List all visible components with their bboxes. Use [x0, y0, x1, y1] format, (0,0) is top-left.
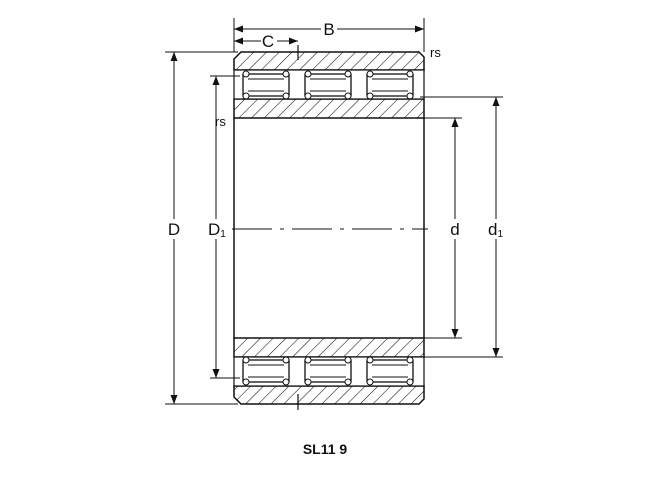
dimension-d1-inner: d1: [420, 96, 508, 358]
label-d1-inner-main: d: [488, 220, 497, 239]
dimension-d-outer: D: [165, 51, 238, 405]
roller-bottom-1: [242, 356, 290, 386]
top-section: [233, 51, 425, 119]
label-rs-top: rs: [430, 45, 441, 60]
roller-bottom-2: [304, 356, 352, 386]
label-d1-sub: 1: [220, 229, 226, 240]
label-d1-main: D: [208, 220, 220, 239]
label-b: B: [323, 20, 334, 39]
dimension-b: B: [233, 18, 425, 52]
dimension-c: C: [234, 32, 298, 51]
outer-ring-top: [233, 51, 425, 71]
label-d1-inner-sub: 1: [497, 229, 503, 240]
roller-top-1: [242, 70, 290, 100]
dimension-d1: D1: [206, 75, 240, 379]
roller-top-3: [366, 70, 414, 100]
roller-bottom-3: [366, 356, 414, 386]
model-caption: SL11 9: [302, 441, 348, 457]
label-c: C: [262, 32, 274, 51]
label-d1-inner: d1: [488, 220, 503, 240]
label-d-outer: D: [168, 220, 180, 239]
roller-top-2: [304, 70, 352, 100]
inner-ring-top: [233, 98, 425, 119]
inner-ring-bottom: [233, 337, 425, 358]
label-d1: D1: [208, 220, 226, 240]
outer-ring-bottom: [233, 385, 425, 405]
bottom-section: [233, 337, 425, 405]
dimension-d-bore: d: [420, 117, 464, 339]
label-rs-left: rs: [215, 114, 226, 129]
label-d-bore: d: [450, 220, 459, 239]
